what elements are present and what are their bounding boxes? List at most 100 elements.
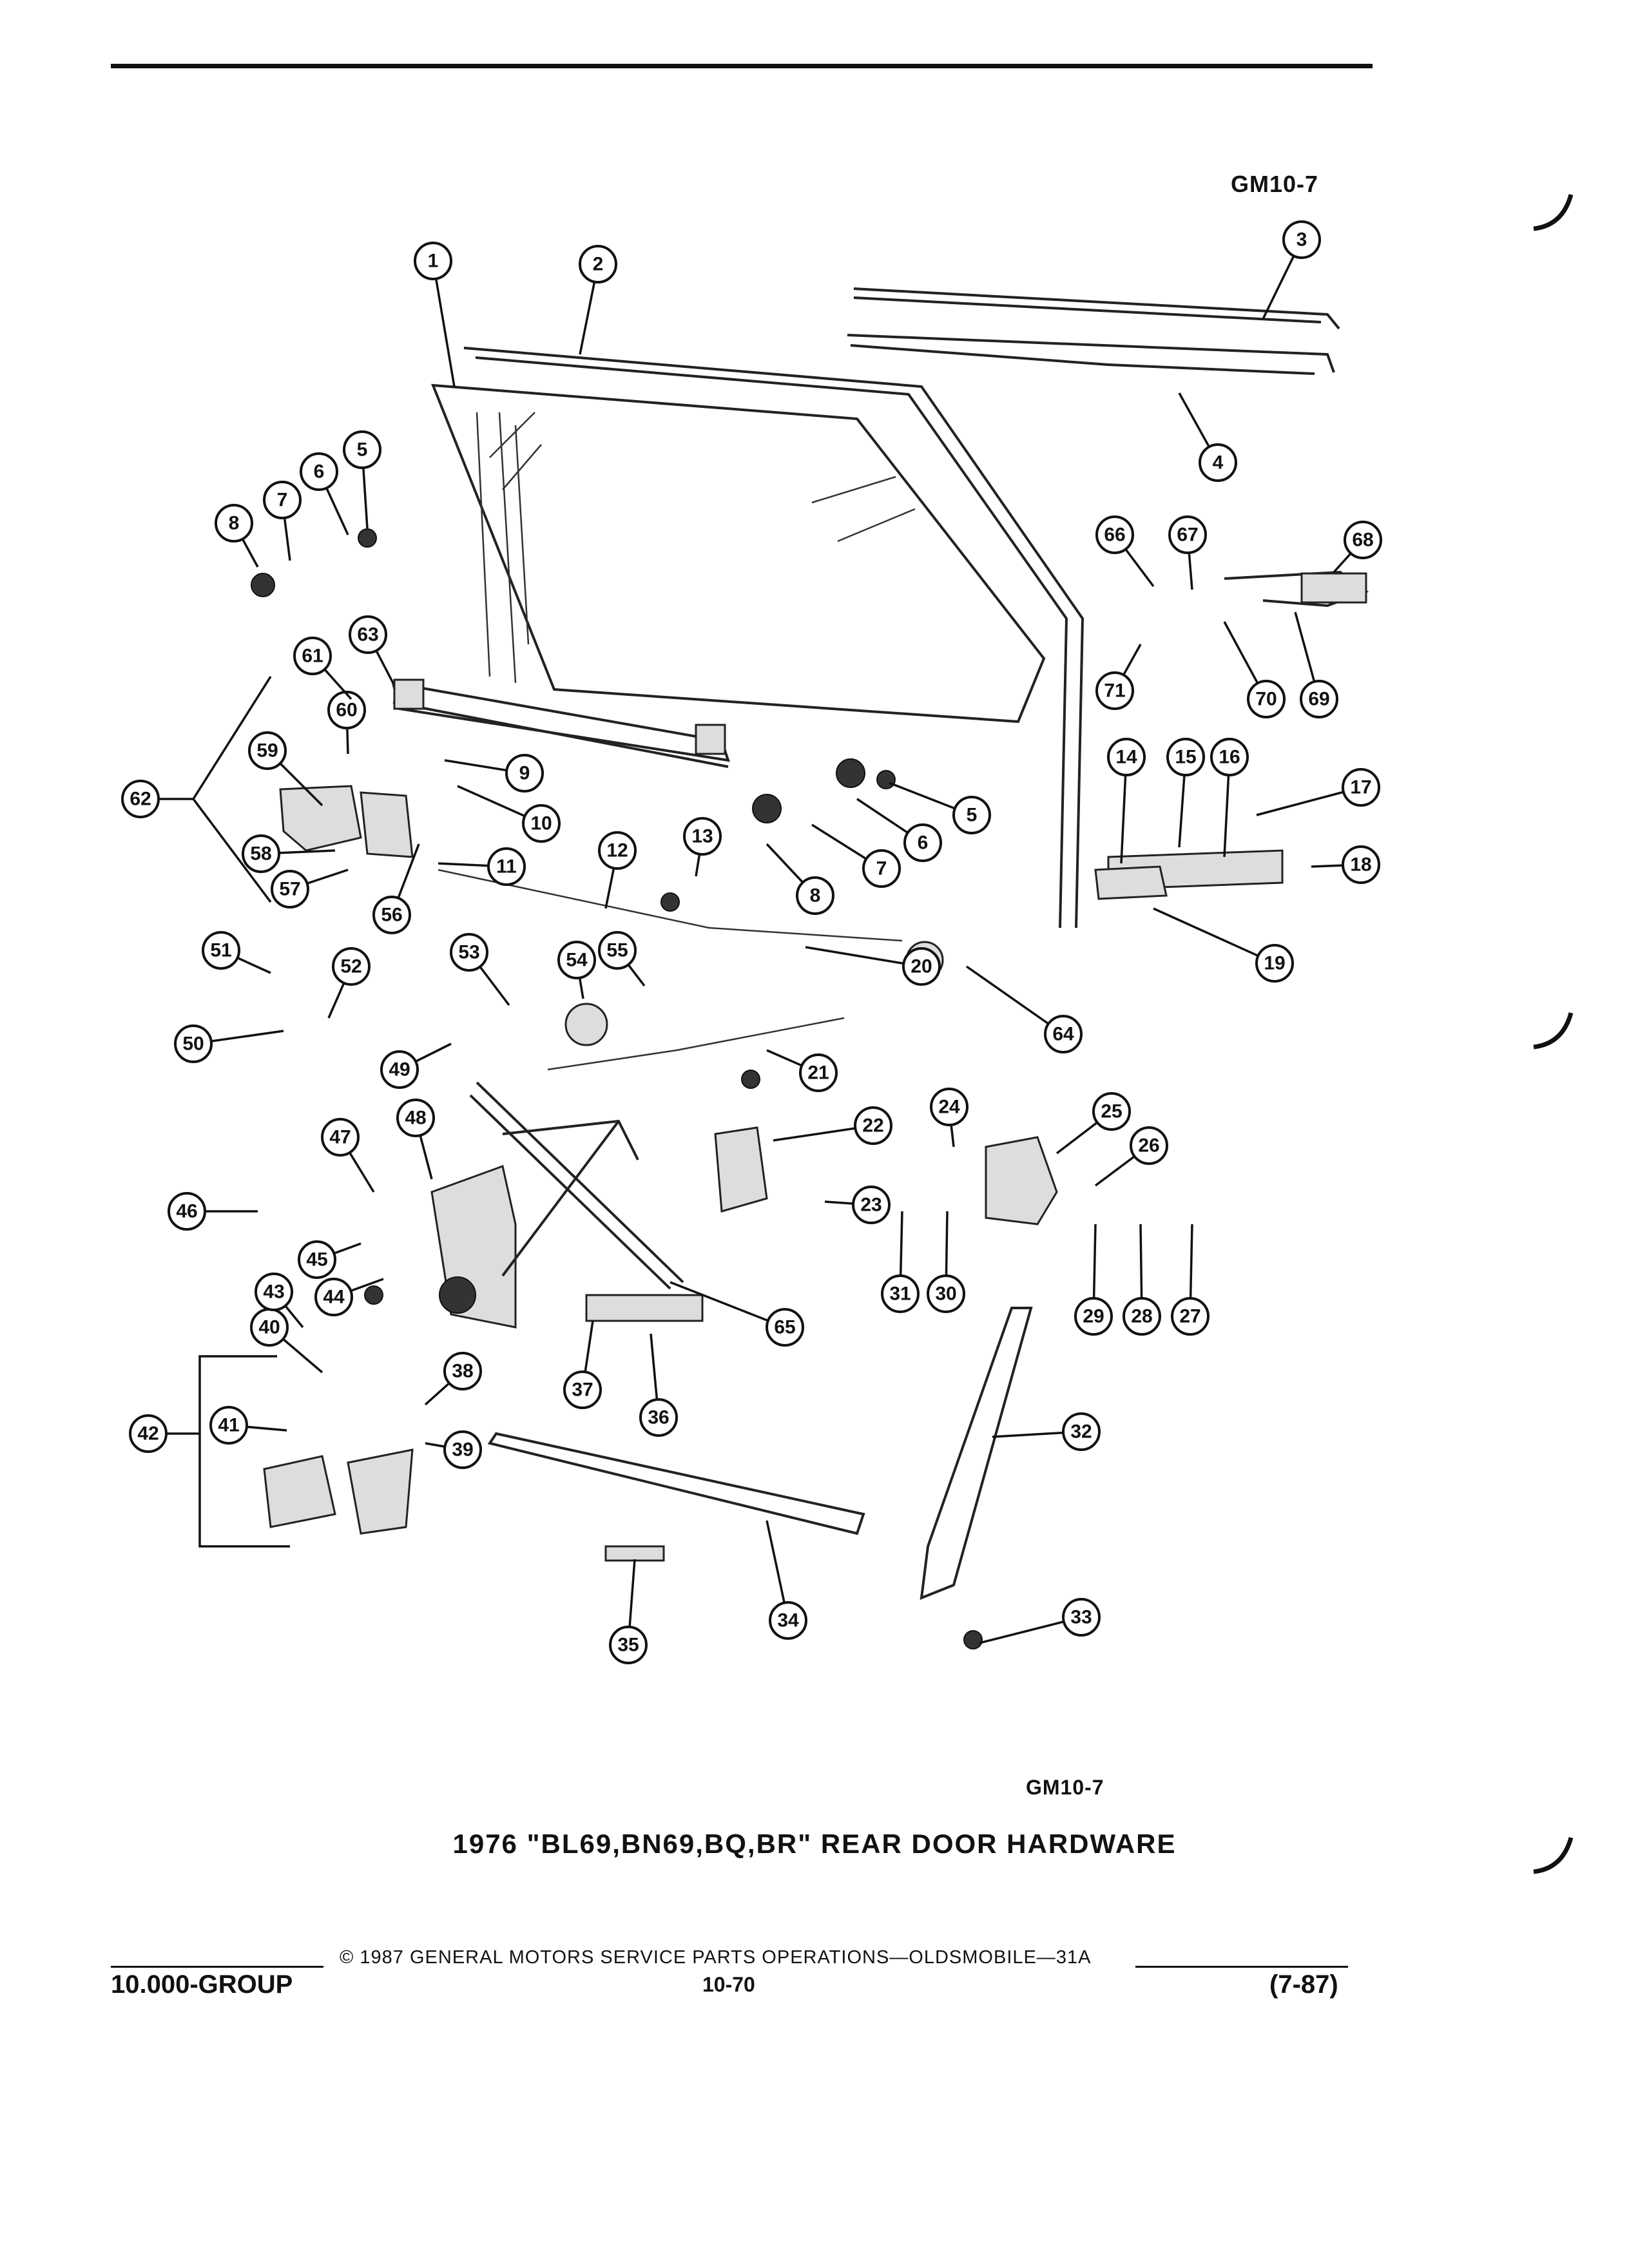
window-regulator (430, 1081, 684, 1329)
callout-number: 28 (1131, 1306, 1152, 1327)
part-callout-55: 55 (598, 931, 637, 970)
callout-number: 8 (810, 885, 821, 907)
callout-number: 66 (1104, 524, 1125, 546)
window-run-channel (463, 347, 1084, 928)
part-callout-61: 61 (293, 637, 332, 675)
callout-number: 38 (452, 1361, 473, 1382)
callout-number: 69 (1308, 689, 1329, 710)
callout-number: 58 (250, 843, 271, 865)
callout-number: 13 (691, 826, 713, 847)
part-callout-20: 20 (902, 947, 941, 986)
callout-number: 9 (519, 763, 530, 784)
callout-number: 52 (340, 956, 361, 977)
callout-number: 36 (648, 1407, 669, 1428)
callout-number: 61 (302, 646, 323, 667)
callout-number: 56 (381, 905, 402, 926)
part-callout-31: 31 (881, 1274, 920, 1313)
callout-leader (432, 260, 456, 387)
door-lock (985, 1136, 1058, 1225)
header-rule (111, 64, 1373, 68)
callout-number: 64 (1052, 1024, 1074, 1045)
footer-rule-left (111, 1966, 323, 1968)
part-callout-16: 16 (1210, 738, 1249, 776)
part-callout-14: 14 (1107, 738, 1146, 776)
callout-number: 42 (137, 1423, 159, 1445)
part-callout-49: 49 (380, 1050, 419, 1089)
part-callout-28: 28 (1123, 1297, 1161, 1336)
figure-ref-top: GM10-7 (1231, 171, 1319, 197)
fastener (364, 1285, 383, 1305)
callout-number: 17 (1350, 777, 1371, 798)
part-callout-1: 1 (414, 242, 452, 280)
part-callout-26: 26 (1130, 1126, 1168, 1165)
belt-molding-upper (853, 287, 1340, 330)
part-callout-56: 56 (372, 896, 411, 934)
callout-number: 45 (306, 1249, 327, 1271)
callout-number: 32 (1070, 1421, 1092, 1443)
part-callout-37: 37 (563, 1370, 602, 1409)
figure-title: 1976 "BL69,BN69,BQ,BR" REAR DOOR HARDWAR… (452, 1829, 1177, 1859)
callout-number: 2 (593, 254, 604, 275)
revision-date: (7-87) (1269, 1970, 1338, 1999)
callout-number: 41 (218, 1415, 239, 1436)
part-callout-57: 57 (271, 870, 309, 908)
part-callout-59: 59 (248, 731, 287, 770)
callout-number: 18 (1350, 854, 1371, 876)
callout-number: 34 (777, 1610, 799, 1631)
bracket (585, 1294, 704, 1322)
part-callout-41: 41 (209, 1406, 248, 1445)
binder-mark-middle (1533, 1012, 1574, 1050)
callout-number: 43 (263, 1282, 284, 1303)
part-callout-6: 6 (300, 452, 338, 491)
callout-number: 11 (496, 856, 517, 878)
callout-number: 60 (336, 700, 357, 721)
callout-number: 53 (458, 942, 479, 963)
copyright-line: © 1987 GENERAL MOTORS SERVICE PARTS OPER… (340, 1947, 1092, 1968)
part-callout-67: 67 (1168, 515, 1207, 554)
lock-rod (438, 869, 903, 942)
part-callout-65: 65 (766, 1308, 804, 1347)
part-callout-47: 47 (321, 1118, 360, 1157)
callout-number: 35 (617, 1635, 639, 1656)
fastener (660, 892, 680, 912)
part-callout-45: 45 (298, 1240, 336, 1279)
part-callout-38: 38 (443, 1352, 482, 1390)
callout-number: 67 (1177, 524, 1198, 546)
part-callout-7: 7 (263, 481, 302, 519)
part-callout-30: 30 (927, 1274, 965, 1313)
callout-number: 22 (862, 1115, 883, 1137)
binder-mark-top (1533, 194, 1574, 231)
part-callout-68: 68 (1344, 521, 1382, 559)
callout-number: 54 (566, 950, 588, 971)
callout-leader (670, 1281, 786, 1329)
fastener (963, 1630, 983, 1649)
callout-number: 37 (572, 1379, 593, 1401)
part-callout-42: 42 (129, 1414, 168, 1453)
callout-number: 10 (530, 813, 552, 834)
callout-number: 7 (277, 490, 288, 511)
callout-leader (1153, 907, 1275, 965)
part-callout-64: 64 (1044, 1015, 1083, 1053)
callout-number: 20 (911, 956, 932, 977)
part-callout-50: 50 (174, 1024, 213, 1063)
callout-number: 55 (606, 940, 628, 961)
part-callout-7: 7 (862, 849, 901, 888)
fastener (358, 528, 377, 548)
sill-strip (487, 1432, 865, 1535)
part-callout-51: 51 (202, 931, 240, 970)
remote-rod (547, 1017, 845, 1071)
callout-number: 7 (876, 858, 887, 879)
callout-number: 50 (182, 1033, 204, 1055)
grommet (564, 1003, 608, 1046)
part-callout-39: 39 (443, 1430, 482, 1469)
part-callout-71: 71 (1095, 671, 1134, 710)
callout-number: 49 (389, 1059, 410, 1081)
part-callout-66: 66 (1095, 515, 1134, 554)
part-callout-17: 17 (1342, 768, 1380, 807)
callout-number: 27 (1179, 1306, 1200, 1327)
callout-number: 44 (323, 1287, 345, 1308)
callout-number: 23 (860, 1195, 882, 1216)
part-callout-58: 58 (242, 834, 280, 873)
fastener (876, 770, 896, 789)
